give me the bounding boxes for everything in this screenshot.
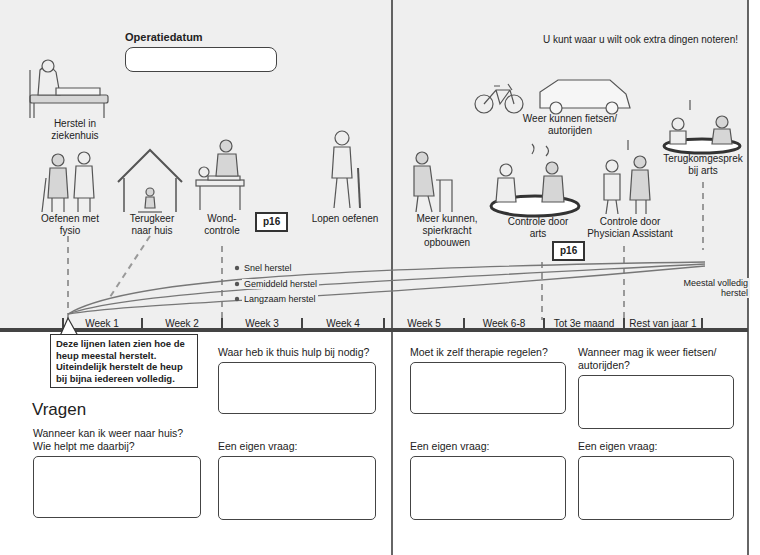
question-field: Wanneer kan ik weer naar huis? Wie helpt… bbox=[33, 427, 201, 518]
callout-text: Deze lijnen laten zien hoe de heup meest… bbox=[56, 338, 192, 384]
answer-box bbox=[218, 456, 376, 520]
field-heading: Een eigen vraag: bbox=[410, 440, 566, 453]
question-field: Een eigen vraag: bbox=[578, 440, 734, 520]
page-ref: p16 bbox=[263, 216, 280, 228]
answer-box bbox=[578, 456, 734, 520]
caption-label: Terugkomgesprek bij arts bbox=[659, 153, 747, 177]
answer-box bbox=[410, 456, 566, 520]
caption-label: Week 5 bbox=[386, 318, 462, 330]
answer-box bbox=[410, 362, 566, 414]
caption-label: Week 1 bbox=[64, 318, 140, 330]
caption-label: Week 4 bbox=[305, 318, 381, 330]
caption-label: Controle door Physician Assistant bbox=[585, 216, 675, 240]
caption-label: Gemiddeld herstel bbox=[242, 279, 319, 289]
question-field: Een eigen vraag: bbox=[410, 440, 566, 520]
question-field: Moet ik zelf therapie regelen? bbox=[410, 346, 566, 414]
caption-label: Lopen oefenen bbox=[307, 213, 383, 225]
caption-label: Oefenen met fysio bbox=[38, 213, 102, 237]
caption-label: Terugkeer naar huis bbox=[120, 213, 184, 237]
field-heading: Operatiedatum bbox=[125, 31, 277, 44]
page-ref-box: p16 bbox=[552, 241, 585, 261]
field-heading: Een eigen vraag: bbox=[578, 440, 734, 453]
caption-label: Meer kunnen, spierkracht opbouwen bbox=[406, 213, 488, 249]
caption-label: Wond- controle bbox=[200, 213, 244, 237]
caption-label: U kunt waar u wilt ook extra dingen note… bbox=[543, 34, 738, 46]
caption-label: Langzaam herstel bbox=[242, 294, 318, 304]
field-heading: Een eigen vraag: bbox=[218, 440, 376, 453]
question-field: Operatiedatum bbox=[125, 31, 277, 72]
answer-box bbox=[578, 375, 734, 429]
caption-label: Weer kunnen fietsen/ autorijden bbox=[515, 113, 625, 137]
caption-label: Controle door arts bbox=[503, 216, 573, 240]
answer-box bbox=[218, 362, 376, 414]
field-heading: Wanneer mag ik weer fietsen/ autorijden? bbox=[578, 346, 734, 372]
question-field: Een eigen vraag: bbox=[218, 440, 376, 520]
answer-box bbox=[125, 47, 277, 72]
page-ref-box: p16 bbox=[255, 212, 288, 232]
caption-label: Rest van jaar 1 bbox=[625, 318, 701, 330]
field-heading: Waar heb ik thuis hulp bij nodig? bbox=[218, 346, 376, 359]
caption-label: Week 2 bbox=[144, 318, 220, 330]
answer-box bbox=[33, 456, 201, 518]
caption-label: Vragen bbox=[32, 400, 86, 420]
caption-label: Snel herstel bbox=[242, 263, 294, 273]
caption-label: Week 6-8 bbox=[466, 318, 542, 330]
callout-box: Deze lijnen laten zien hoe de heup meest… bbox=[50, 334, 198, 388]
caption-label: Tot 3e maand bbox=[546, 318, 622, 330]
question-field: Waar heb ik thuis hulp bij nodig? bbox=[218, 346, 376, 414]
page-ref: p16 bbox=[560, 245, 577, 257]
caption-label: Meestal volledig herstel bbox=[670, 278, 750, 298]
field-heading: Moet ik zelf therapie regelen? bbox=[410, 346, 566, 359]
question-field: Wanneer mag ik weer fietsen/ autorijden? bbox=[578, 346, 734, 429]
caption-label: Week 3 bbox=[224, 318, 300, 330]
field-heading: Wanneer kan ik weer naar huis? Wie helpt… bbox=[33, 427, 201, 453]
caption-label: Herstel in ziekenhuis bbox=[40, 118, 110, 142]
